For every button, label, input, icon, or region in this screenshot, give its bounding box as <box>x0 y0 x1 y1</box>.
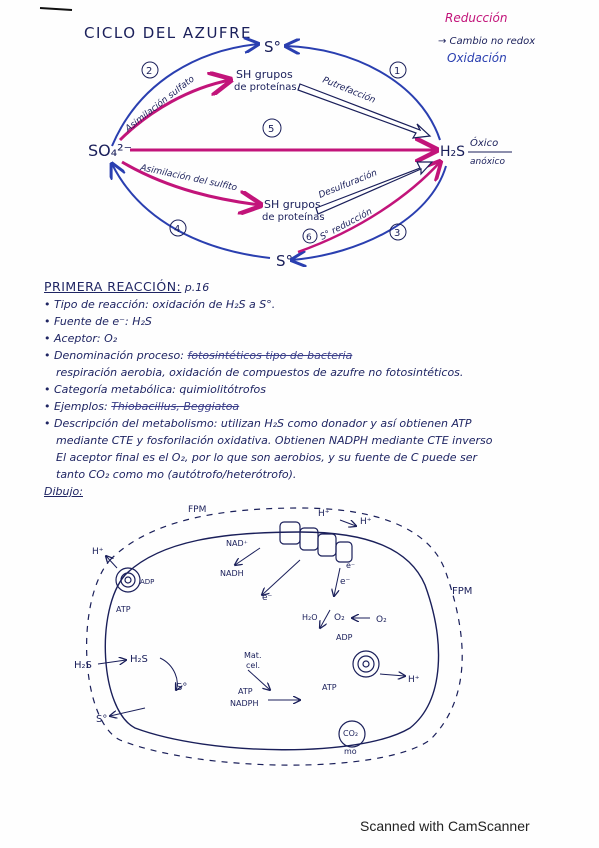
number-3: 3 <box>389 223 407 241</box>
h-plus-1: H⁺ <box>92 547 104 557</box>
note-desc-line-2: mediante CTE y fosforilación oxidativa. … <box>56 434 493 447</box>
arrow-desulfuracion <box>315 161 434 215</box>
etc-complex-3 <box>317 533 337 557</box>
number-1: 1 <box>389 61 407 79</box>
legend-oxidacion: Oxidación <box>447 51 507 65</box>
adp-right: ADP <box>336 633 353 642</box>
note-item-4-cont: respiración aerobia, oxidación de compue… <box>56 366 464 379</box>
h-plus-2: H⁺ <box>318 509 330 519</box>
label-s-reduccion: S° reducción <box>318 206 374 243</box>
nadph-center: NADPH <box>230 699 258 708</box>
h2s-in: H₂S <box>130 654 148 665</box>
notes-heading: PRIMERA REACCIÓN: <box>44 279 182 294</box>
mat: Mat. <box>244 651 261 660</box>
s0-out: S° <box>96 714 107 725</box>
h-plus-4: H⁺ <box>408 675 420 685</box>
legend-no-redox: → Cambio no redox <box>438 36 535 47</box>
svg-text:6: 6 <box>306 233 312 243</box>
s0-in: S° <box>176 682 187 693</box>
fpm-right: FPM <box>452 586 472 597</box>
note-item-6: • Ejemplos: Thiobacillus, Beggiatoa <box>44 400 240 413</box>
atp-left: ATP <box>116 605 131 614</box>
outer-membrane-dashed <box>86 507 463 766</box>
legend-reduccion: Reducción <box>445 11 507 25</box>
note-desc-line-4: tanto CO₂ como mo (autótrofo/heterótrofo… <box>56 468 297 481</box>
number-5: 5 <box>262 118 282 138</box>
arc-so4-to-s0-top <box>111 44 258 147</box>
mo-label: mo <box>344 747 357 756</box>
electron-2: e⁻ <box>340 577 351 587</box>
node-s0-top: S° <box>264 38 281 56</box>
etc-complex-1 <box>279 521 301 545</box>
h2s-out: H₂S <box>74 660 92 671</box>
etc-complex-2 <box>299 527 319 551</box>
fpm-top: FPM <box>188 505 206 515</box>
note-item-5: • Categoría metabólica: quimiolitótrofos <box>44 383 266 396</box>
svg-text:5: 5 <box>268 124 274 135</box>
label-h2s-toxico: Óxico <box>470 136 498 149</box>
svg-text:3: 3 <box>394 228 400 239</box>
label-h2s-anoxico: anóxico <box>470 156 506 167</box>
h2o: H₂O <box>302 613 318 622</box>
svg-text:1: 1 <box>394 66 400 77</box>
note-item-1: • Tipo de reacción: oxidación de H₂S a S… <box>44 298 276 311</box>
number-4: 4 <box>169 219 187 237</box>
atpase-left <box>115 567 141 593</box>
cycle-title: CICLO DEL AZUFRE <box>84 24 252 42</box>
nad: NAD⁺ <box>226 539 248 548</box>
electron-3: e⁻ <box>346 561 355 570</box>
notes-heading-page: p.16 <box>184 281 210 294</box>
arc-s0-bottom-to-so4 <box>112 164 271 259</box>
inner-membrane <box>104 531 440 751</box>
camscanner-footer: Scanned with CamScanner <box>360 818 530 834</box>
adp-left: ADP <box>140 578 154 586</box>
number-2: 2 <box>141 61 159 79</box>
o2-out: O₂ <box>376 615 387 625</box>
co2-circle <box>338 720 366 748</box>
note-item-2: • Fuente de e⁻: H₂S <box>44 315 152 328</box>
node-sh-bottom: SH grupos <box>264 198 321 211</box>
cell-drawing <box>86 507 463 766</box>
node-sh-top-sub: de proteínas <box>234 81 297 93</box>
node-h2s: H₂S <box>440 144 465 160</box>
arrow-s0-reduccion <box>297 162 440 254</box>
notes-block: PRIMERA REACCIÓN: p.16 • Tipo de reacció… <box>44 278 584 500</box>
arc-h2s-to-s0-bottom <box>292 165 447 260</box>
atp-center: ATP <box>238 687 253 696</box>
arrow-putrefaccion <box>297 83 432 139</box>
cel: cel. <box>246 661 260 670</box>
node-s0-bottom: S° <box>276 252 293 270</box>
arrow-asim-sulfato <box>118 80 230 142</box>
note-item-3: • Aceptor: O₂ <box>44 332 118 345</box>
node-sh-bottom-sub: de proteínas <box>262 211 325 223</box>
note-desc-line-1: • Descripción del metabolismo: utilizan … <box>44 417 472 430</box>
svg-text:4: 4 <box>174 224 180 235</box>
atp-right: ATP <box>322 683 337 692</box>
electron-1: e⁻ <box>262 593 273 603</box>
number-6: 6 <box>302 228 318 244</box>
margin-dash <box>39 7 73 11</box>
svg-text:2: 2 <box>146 66 152 77</box>
atpase-right <box>352 650 380 678</box>
note-desc-line-3: El aceptor final es el O₂, por lo que so… <box>56 451 478 464</box>
co2-label: CO₂ <box>343 729 358 738</box>
node-so4: SO₄²⁻ <box>88 141 132 160</box>
o2-in: O₂ <box>334 613 345 623</box>
node-sh-top: SH grupos <box>236 68 293 81</box>
nadh: NADH <box>220 569 244 578</box>
h-plus-3: H⁺ <box>360 517 372 527</box>
etc-complex-4 <box>335 541 353 563</box>
dibujo-label: Dibujo: <box>44 485 83 498</box>
note-item-4: • Denominación proceso: fotosintéticos t… <box>44 349 353 362</box>
arc-h2s-to-s0-top <box>286 46 441 141</box>
arrow-asim-sulfito <box>121 160 260 205</box>
